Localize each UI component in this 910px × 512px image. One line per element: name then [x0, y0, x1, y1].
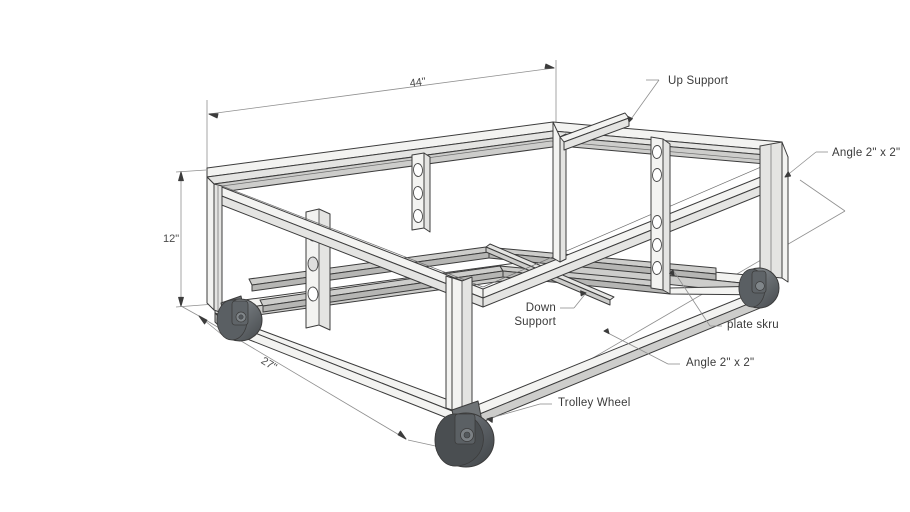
trolley-wheel-left — [216, 295, 263, 342]
trolley-wheel-right — [738, 267, 780, 309]
callout-trolley-wheel: Trolley Wheel — [558, 397, 631, 409]
upright-rear-left — [411, 152, 431, 233]
corner-posts — [206, 121, 789, 415]
callout-up-support: Up Support — [668, 75, 729, 87]
top-frame — [206, 121, 789, 308]
dimension-label-height: 12" — [163, 233, 180, 245]
callout-plate-skru: plate skru — [727, 319, 779, 331]
callout-angle-right: Angle 2" x 2" — [832, 147, 901, 159]
callout-down-support-line2: Support — [514, 316, 556, 328]
upright-rear-right — [650, 136, 671, 295]
dimension-label-length: 44" — [409, 75, 427, 90]
leader-lines — [486, 79, 828, 423]
up-support-rail — [559, 112, 630, 151]
trolley-wheel-front — [434, 400, 495, 468]
callout-angle-bottom: Angle 2" x 2" — [686, 357, 755, 369]
callout-down-support-line1: Down — [525, 302, 556, 314]
